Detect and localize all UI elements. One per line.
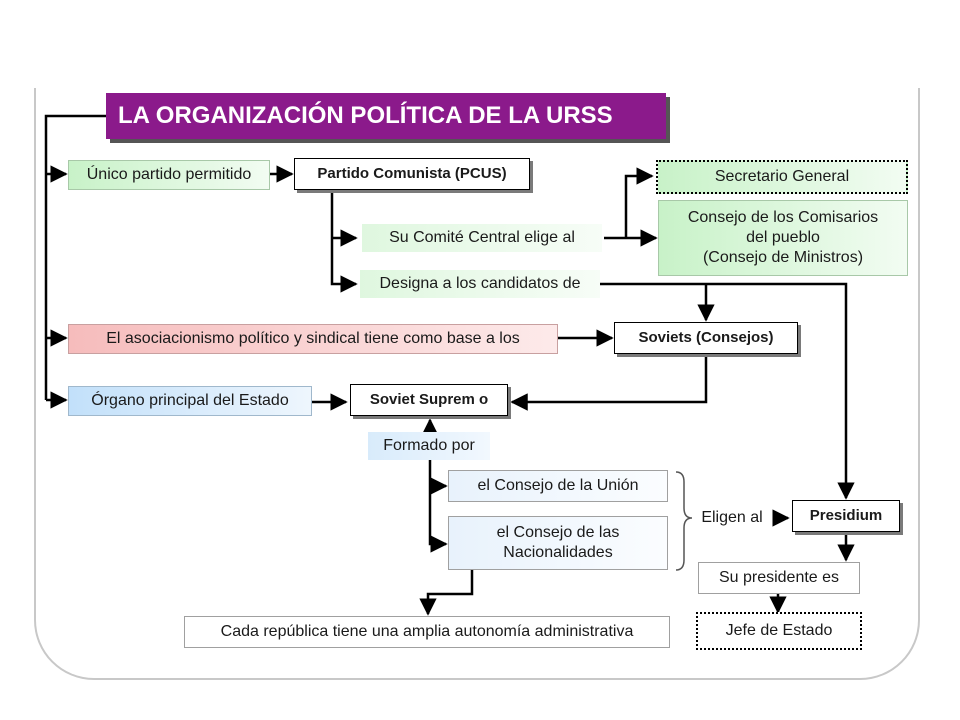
node-organo-principal: Órgano principal del Estado bbox=[68, 386, 312, 416]
outer-frame bbox=[34, 88, 920, 680]
node-unico-partido: Único partido permitido bbox=[68, 160, 270, 190]
node-asociacionismo: El asociacionismo político y sindical ti… bbox=[68, 324, 558, 354]
node-cada-republica: Cada república tiene una amplia autonomí… bbox=[184, 616, 670, 648]
node-consejo-union: el Consejo de la Unión bbox=[448, 470, 668, 502]
node-consejo-comisarios: Consejo de los Comisarios del pueblo (Co… bbox=[658, 200, 908, 276]
node-pcus: Partido Comunista (PCUS) bbox=[294, 158, 530, 190]
node-designa-candidatos: Designa a los candidatos de bbox=[360, 270, 600, 298]
node-comite-central: Su Comité Central elige al bbox=[362, 224, 602, 252]
node-secretario-general: Secretario General bbox=[656, 160, 908, 194]
node-jefe-estado: Jefe de Estado bbox=[696, 612, 862, 650]
diagram-title: LA ORGANIZACIÓN POLÍTICA DE LA URSS bbox=[106, 93, 666, 139]
node-consejo-nacionalidades: el Consejo de las Nacionalidades bbox=[448, 516, 668, 570]
node-eligen-al: Eligen al bbox=[701, 509, 763, 526]
node-soviets: Soviets (Consejos) bbox=[614, 322, 798, 354]
node-formado-por: Formado por bbox=[368, 432, 490, 460]
node-su-presidente: Su presidente es bbox=[698, 562, 860, 594]
node-soviet-supremo: Soviet Suprem o bbox=[350, 384, 508, 416]
node-presidium: Presidium bbox=[792, 500, 900, 532]
